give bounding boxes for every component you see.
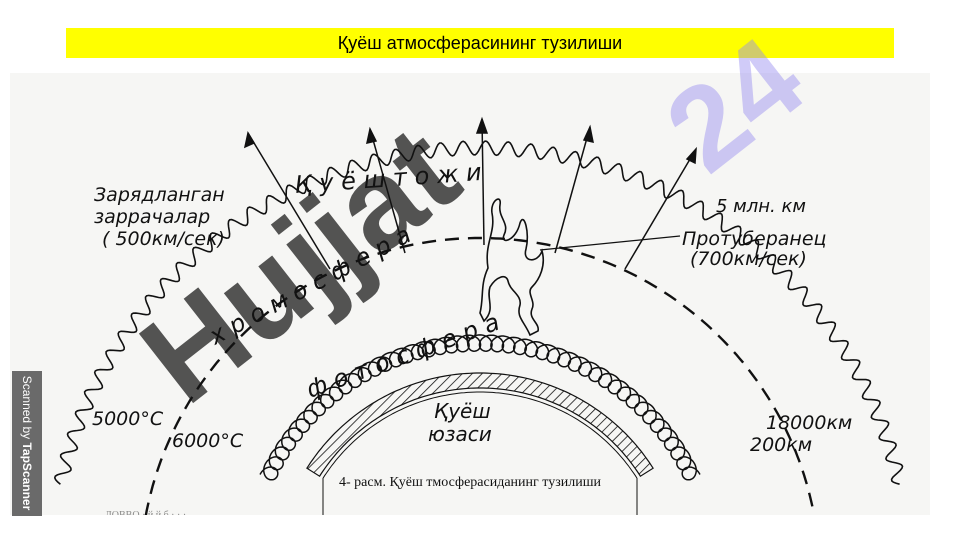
arrow-4 [554,126,591,254]
particles-label-line3: ( 500км/сек) [102,228,225,250]
sun-surface-inner-arc [322,391,638,515]
height-18000-label: 18000км [766,412,852,434]
arrow-3 [481,118,485,246]
sun-surface-hatched-band [306,372,654,478]
arrow-3-head [475,116,489,134]
chromosphere-dashed-boundary [144,236,816,515]
scanner-label: Scanned by TapScanner [20,376,34,511]
prominence-shape [479,198,545,337]
corona-wavy-boundary [53,140,904,485]
scanner-sidebar [12,371,42,516]
arrow-1-head [243,130,256,149]
slide-title-bar: Қуёш атмосферасининг тузилиши [66,28,894,58]
scanned-diagram: Қ у ё ш т о ж и Зарядланган заррачалар (… [10,73,930,515]
arrow-2 [369,128,406,254]
surface-label-line1: Қуёш [434,399,491,423]
scanner-prefix: Scanned by [20,375,34,443]
arrow-5 [624,148,697,270]
scanner-brand: TapScanner [20,442,34,511]
arrow-1 [247,132,331,270]
prominence-pointer [539,235,681,251]
photosphere-scalloped-boundary [259,334,701,481]
chromosphere-label: х р о м о с ф е р а [204,220,416,350]
arrow-4-head [582,124,594,143]
particle-arrows [243,116,697,270]
surface-label-line2: юзаси [428,422,492,446]
prominence-label-line1: Протуберанец [682,228,826,250]
prominence-label-line2: (700км/сек) [690,248,807,270]
sun-atmosphere-diagram: Қ у ё ш т о ж и Зарядланган заррачалар (… [53,116,904,515]
figure-caption: 4- расм. Қуёш тмосферасиданинг тузилиши [339,475,601,490]
arrow-2-head [366,126,378,144]
arrow-5-head [685,146,697,165]
distance-label: 5 млн. км [716,196,806,217]
particles-label-line2: заррачалар [94,206,210,228]
slide-title: Қуёш атмосферасининг тузилиши [337,32,623,53]
height-200-label: 200км [750,434,812,456]
temp-6000-label: 6000°С [172,430,244,452]
particles-label-line1: Зарядланган [94,184,225,206]
cut-off-text-line: ЛОВВО · й й б · · · [105,509,845,515]
temp-5000-label: 5000°С [92,408,164,430]
